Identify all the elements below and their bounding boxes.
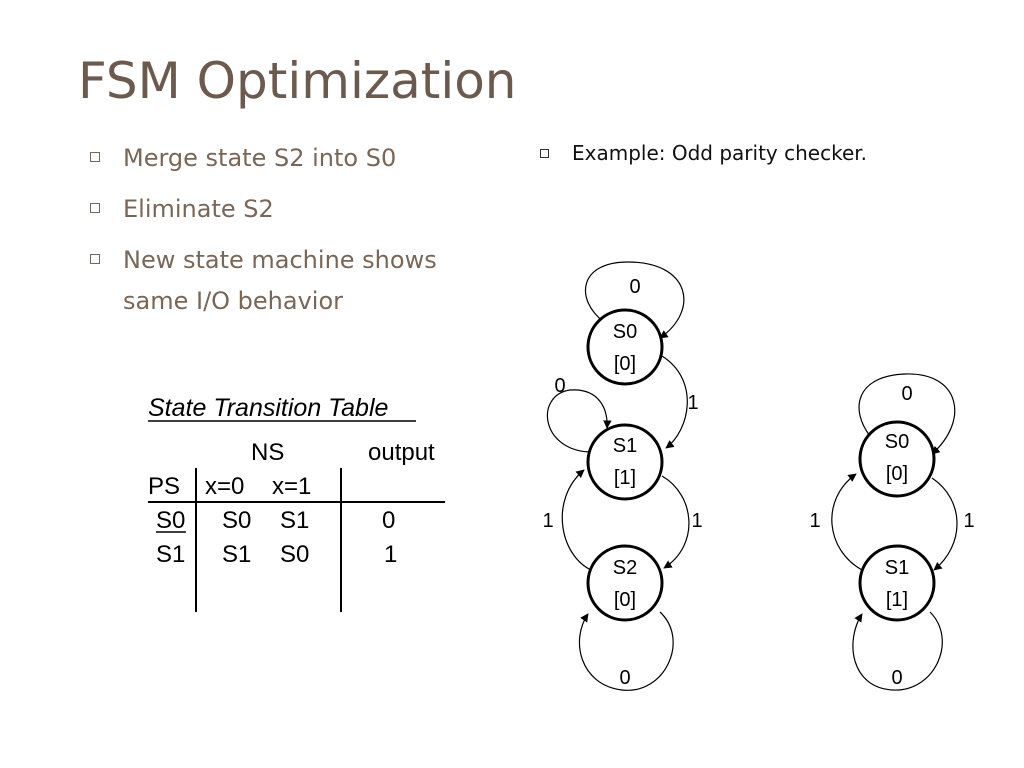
bullet-text: Eliminate S2 bbox=[123, 195, 274, 223]
label-s0-to-s1: 1 bbox=[687, 392, 698, 414]
r-s1-self-loop bbox=[852, 611, 943, 691]
r-s1-name: S1 bbox=[885, 557, 909, 579]
ps-header: PS bbox=[148, 473, 180, 500]
square-bullet-icon bbox=[540, 149, 549, 158]
bullet-item: Merge state S2 into S0 bbox=[90, 138, 483, 179]
state-transition-table: State Transition Table NS output PS x=0 … bbox=[148, 394, 445, 612]
edge-s2-to-s1 bbox=[561, 469, 597, 573]
row0-x0: S0 bbox=[222, 507, 251, 534]
r-edge-s1-to-s0 bbox=[831, 473, 863, 571]
table-title: State Transition Table bbox=[148, 394, 388, 422]
fsm-diagram-reduced-labels: S0 [0] S1 [1] 0 1 1 0 bbox=[809, 383, 974, 689]
r-label-s1-to-s0: 1 bbox=[809, 510, 820, 532]
square-bullet-icon bbox=[90, 203, 100, 213]
bullet-list: Merge state S2 into S0 Eliminate S2 New … bbox=[90, 138, 490, 322]
row0-output: 0 bbox=[382, 507, 395, 534]
edge-s0-to-s1 bbox=[661, 355, 688, 449]
row1-ps: S1 bbox=[156, 541, 185, 568]
row1-x1: S0 bbox=[280, 541, 309, 568]
s2-name: S2 bbox=[613, 557, 637, 579]
row0-ps: S0 bbox=[156, 507, 185, 534]
fsm-diagram-original-labels: S0 [0] S1 [1] S2 [0] 0 1 0 1 1 0 bbox=[542, 276, 702, 689]
s0-self-loop bbox=[584, 261, 685, 339]
bullet-text: New state machine shows same I/O behavio… bbox=[123, 246, 437, 315]
label-s2-to-s1: 1 bbox=[542, 510, 553, 532]
s0-name: S0 bbox=[613, 321, 637, 343]
output-header: output bbox=[368, 439, 435, 466]
label-s2-self: 0 bbox=[619, 667, 630, 689]
r-label-s0-to-s1: 1 bbox=[963, 510, 974, 532]
bullet-item: New state machine shows same I/O behavio… bbox=[90, 240, 483, 322]
s0-output: [0] bbox=[614, 353, 636, 375]
s2-output: [0] bbox=[614, 589, 636, 611]
row1-x0: S1 bbox=[222, 541, 251, 568]
r-state-s1-node bbox=[858, 544, 936, 622]
bullet-text: Merge state S2 into S0 bbox=[123, 144, 397, 172]
edge-s1-to-s2 bbox=[661, 475, 690, 569]
row1-output: 1 bbox=[384, 541, 397, 568]
fsm-diagram-reduced bbox=[831, 373, 958, 691]
s1-output: [1] bbox=[614, 467, 636, 489]
square-bullet-icon bbox=[90, 152, 100, 162]
example-bullet: Example: Odd parity checker. bbox=[540, 138, 867, 168]
label-s1-to-s2: 1 bbox=[691, 510, 702, 532]
label-s1-self: 0 bbox=[554, 375, 565, 397]
r-s0-name: S0 bbox=[885, 431, 909, 453]
state-s0-node bbox=[586, 308, 664, 386]
state-s1-node bbox=[586, 423, 664, 501]
s1-name: S1 bbox=[613, 435, 637, 457]
s1-self-loop bbox=[546, 389, 612, 453]
label-s0-self: 0 bbox=[629, 276, 640, 298]
ns-header: NS bbox=[251, 439, 284, 466]
r-s1-output: [1] bbox=[886, 589, 908, 611]
s2-self-loop bbox=[579, 611, 674, 691]
x1-header: x=1 bbox=[272, 473, 311, 500]
r-label-s1-self: 0 bbox=[891, 667, 902, 689]
square-bullet-icon bbox=[90, 254, 100, 264]
fsm-diagram-original bbox=[546, 261, 690, 691]
bullet-item: Eliminate S2 bbox=[90, 189, 483, 230]
x0-header: x=0 bbox=[205, 473, 244, 500]
r-s0-self-loop bbox=[858, 373, 956, 455]
r-edge-s0-to-s1 bbox=[931, 477, 958, 571]
slide-title: FSM Optimization bbox=[78, 52, 517, 110]
r-state-s0-node bbox=[858, 420, 936, 498]
r-s0-output: [0] bbox=[886, 463, 908, 485]
example-text: Example: Odd parity checker. bbox=[572, 141, 868, 165]
row0-x1: S1 bbox=[280, 507, 309, 534]
state-s2-node bbox=[586, 544, 664, 622]
r-label-s0-self: 0 bbox=[901, 383, 912, 405]
